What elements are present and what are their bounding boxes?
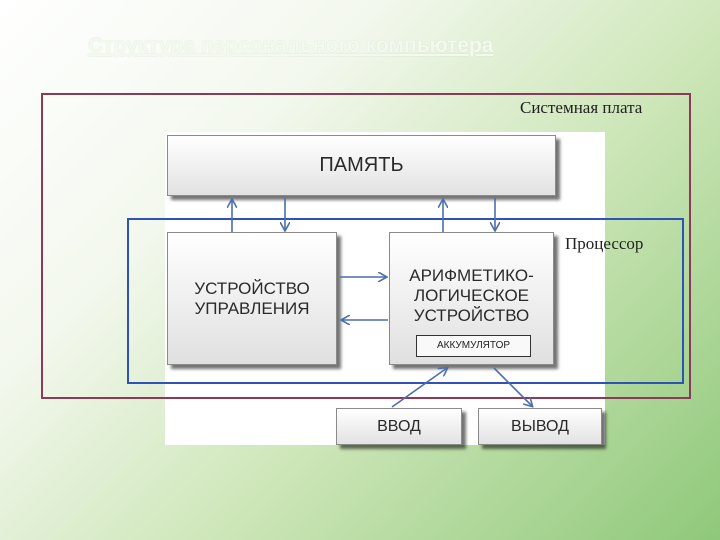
- arrow-input-to-alu: [391, 368, 447, 408]
- processor-label: Процессор: [565, 234, 644, 253]
- arrow-alu-to-output: [493, 367, 532, 406]
- alu-block: АРИФМЕТИКО-ЛОГИЧЕСКОЕ УСТРОЙСТВО АККУМУЛ…: [389, 232, 554, 365]
- output-block: ВЫВОД: [478, 408, 602, 445]
- input-label: ВВОД: [377, 417, 421, 435]
- accumulator-box: АККУМУЛЯТОР: [416, 335, 531, 357]
- motherboard-label: Системная плата: [520, 98, 643, 117]
- motherboard-frame: [41, 93, 691, 399]
- control-unit-block: УСТРОЙСТВО УПРАВЛЕНИЯ: [167, 232, 337, 365]
- memory-block: ПАМЯТЬ: [167, 135, 556, 196]
- alu-label: АРИФМЕТИКО-ЛОГИЧЕСКОЕ УСТРОЙСТВО: [409, 266, 534, 325]
- control-unit-label: УСТРОЙСТВО УПРАВЛЕНИЯ: [194, 278, 310, 318]
- processor-frame: [127, 218, 684, 384]
- memory-label: ПАМЯТЬ: [319, 154, 404, 176]
- slide-title: Структура персонального компьютера: [88, 34, 494, 57]
- input-block: ВВОД: [336, 408, 462, 445]
- output-label: ВЫВОД: [511, 417, 569, 435]
